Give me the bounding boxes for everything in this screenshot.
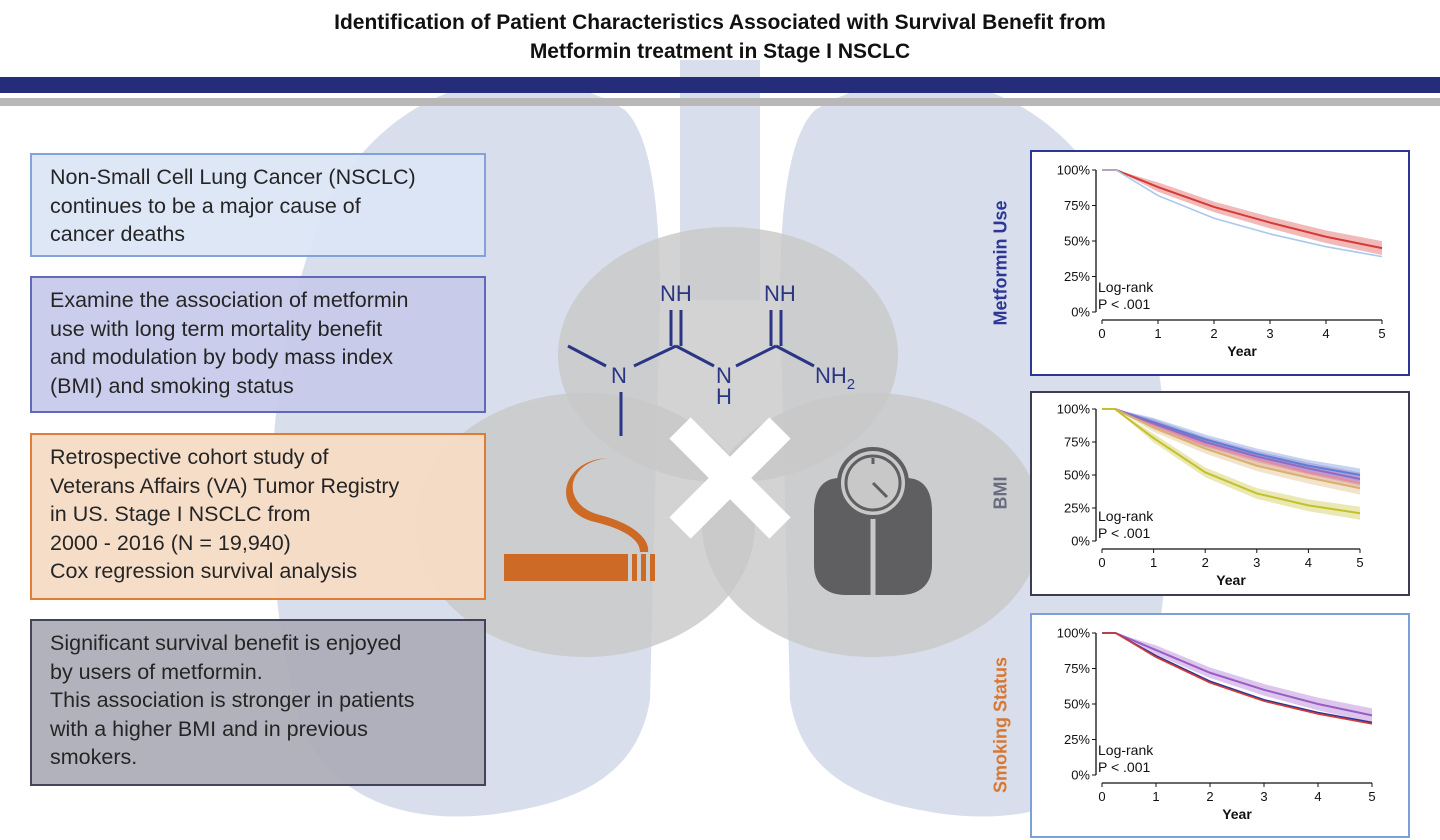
bmi-panel-label: BMI	[990, 476, 1011, 510]
y-tick-label: 100%	[1057, 163, 1091, 178]
title-line-1: Identification of Patient Characteristic…	[334, 11, 1106, 34]
x-tick-label: 1	[1154, 326, 1161, 341]
x-tick-label: 0	[1098, 326, 1105, 341]
x-tick-label: 0	[1098, 555, 1105, 570]
amino-subscript: 2	[847, 376, 855, 393]
box-line: by users of metformin.	[50, 659, 263, 684]
x-tick-label: 2	[1206, 789, 1213, 804]
x-tick-label: 2	[1210, 326, 1217, 341]
y-tick-label: 50%	[1064, 234, 1090, 249]
box-line: (BMI) and smoking status	[50, 373, 294, 398]
box-line: and modulation by body mass index	[50, 345, 394, 369]
box-line: Non-Small Cell Lung Cancer (NSCLC)	[50, 165, 416, 189]
box-line: Retrospective cohort study of	[50, 445, 329, 469]
x-tick-label: 5	[1356, 555, 1363, 570]
amine-h-label: H	[716, 384, 732, 409]
confidence-band	[1102, 633, 1372, 723]
background-box: Non-Small Cell Lung Cancer (NSCLC) conti…	[30, 153, 486, 257]
amino-label: NH2	[815, 363, 855, 393]
y-tick-label: 0%	[1071, 768, 1090, 783]
box-line: Significant survival benefit is enjoyed	[50, 631, 402, 655]
metformin-structure	[567, 310, 815, 436]
x-tick-label: 1	[1152, 789, 1159, 804]
y-tick-label: 75%	[1064, 198, 1090, 213]
header-band-gray	[0, 98, 1440, 106]
graphical-abstract-title: Identification of Patient Characteristic…	[0, 8, 1440, 66]
x-axis-label: Year	[1222, 806, 1252, 822]
y-tick-label: 25%	[1064, 732, 1090, 747]
x-tick-label: 4	[1314, 789, 1321, 804]
header-band-dark	[0, 77, 1440, 93]
log-rank-label: Log-rank	[1098, 279, 1154, 295]
y-tick-label: 100%	[1057, 402, 1091, 417]
x-tick-label: 2	[1202, 555, 1209, 570]
p-value-label: P < .001	[1098, 759, 1151, 775]
box-line: smokers.	[50, 745, 138, 769]
survival-curve	[1102, 632, 1373, 725]
x-tick-label: 4	[1322, 326, 1329, 341]
confidence-band	[1102, 170, 1382, 256]
box-line: use with long term mortality benefit	[50, 316, 383, 341]
x-tick-label: 0	[1098, 789, 1105, 804]
x-tick-label: 3	[1253, 555, 1260, 570]
scale-icon	[814, 447, 932, 595]
p-value-label: P < .001	[1098, 296, 1151, 312]
imine-label-2: NH	[764, 281, 796, 306]
y-tick-label: 0%	[1071, 534, 1090, 549]
x-tick-label: 3	[1266, 326, 1273, 341]
x-tick-label: 4	[1305, 555, 1312, 570]
cross-icon	[669, 417, 791, 539]
log-rank-label: Log-rank	[1098, 742, 1154, 758]
y-tick-label: 50%	[1064, 468, 1090, 483]
box-line: This association is stronger in patients	[50, 688, 415, 712]
methods-box: Retrospective cohort study of Veterans A…	[30, 433, 486, 600]
y-tick-label: 25%	[1064, 501, 1090, 516]
survival-curve	[1102, 169, 1383, 258]
x-tick-label: 1	[1150, 555, 1157, 570]
title-line-2: Metformin treatment in Stage I NSCLC	[529, 40, 911, 63]
p-value-label: P < .001	[1098, 525, 1151, 541]
box-line: Veterans Affairs (VA) Tumor Registry	[50, 473, 400, 498]
x-tick-label: 5	[1368, 789, 1375, 804]
y-tick-label: 75%	[1064, 435, 1090, 450]
box-line: with a higher BMI and in previous	[50, 716, 368, 741]
y-tick-label: 100%	[1057, 626, 1091, 641]
box-line: continues to be a major cause of	[50, 193, 361, 218]
box-line: in US. Stage I NSCLC from	[50, 502, 311, 526]
box-line: 2000 - 2016 (N = 19,940)	[50, 530, 291, 555]
y-tick-label: 75%	[1064, 661, 1090, 676]
box-line: cancer deaths	[50, 222, 186, 246]
y-tick-label: 50%	[1064, 697, 1090, 712]
smoking-status-panel-label: Smoking Status	[990, 656, 1011, 794]
objective-box: Examine the association of metformin use…	[30, 276, 486, 413]
y-tick-label: 0%	[1071, 305, 1090, 320]
box-line: Cox regression survival analysis	[50, 559, 358, 583]
amine-n-label: N	[716, 363, 732, 388]
amino-nh: NH	[815, 363, 847, 388]
x-axis-label: Year	[1216, 572, 1246, 588]
cigarette-icon	[504, 458, 655, 581]
x-axis-label: Year	[1227, 343, 1257, 359]
nitrogen-label: N	[611, 363, 627, 388]
results-box: Significant survival benefit is enjoyed …	[30, 619, 486, 786]
x-tick-label: 5	[1378, 326, 1385, 341]
imine-label-1: NH	[660, 281, 692, 306]
survival-curve	[1102, 408, 1361, 515]
ellipse-smoking	[415, 393, 755, 657]
log-rank-label: Log-rank	[1098, 508, 1154, 524]
box-line: Examine the association of metformin	[50, 288, 409, 312]
y-tick-label: 25%	[1064, 269, 1090, 284]
x-tick-label: 3	[1260, 789, 1267, 804]
metformin-use-panel-label: Metformin Use	[990, 200, 1011, 326]
